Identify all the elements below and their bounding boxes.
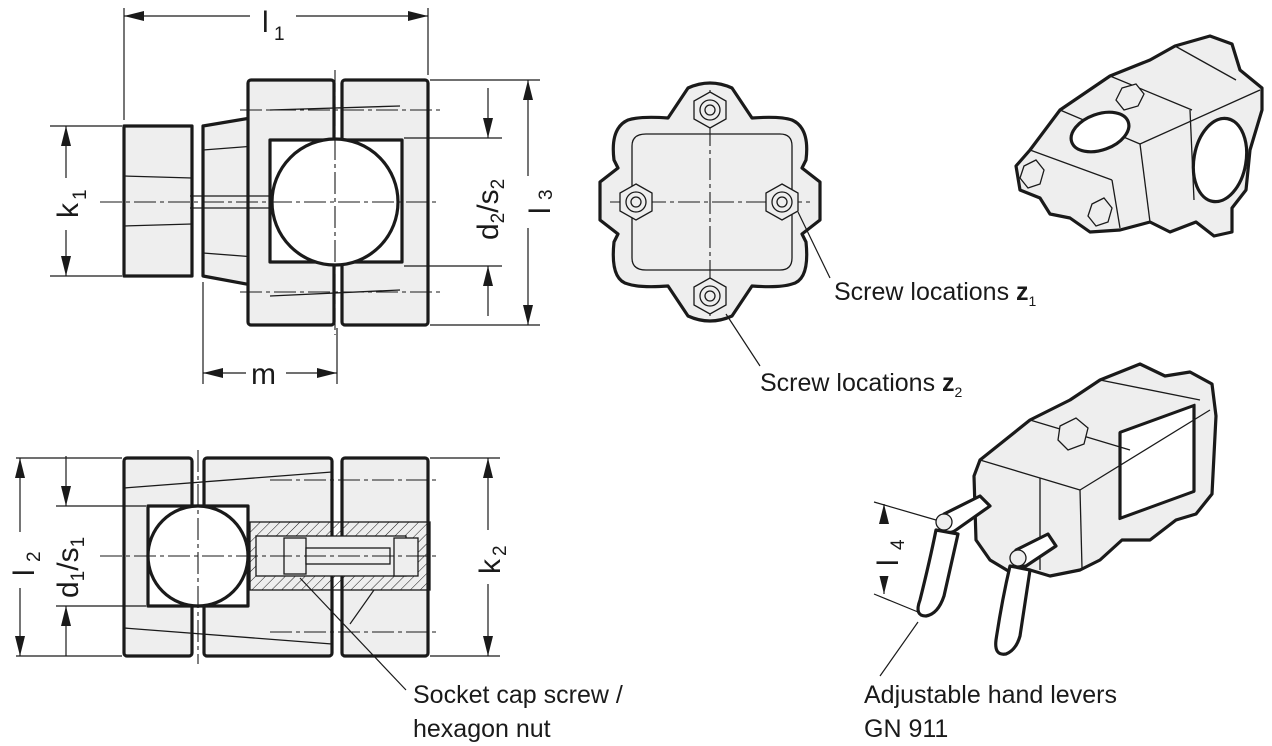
lever-1-handle [916, 528, 960, 618]
dim-l2-sub: 2 [24, 551, 45, 562]
dim-k2-main: k [474, 558, 507, 574]
svg-text:d1/s1: d1/s1 [52, 537, 89, 598]
dim-d2-slash: /s [472, 189, 505, 212]
dim-d2-sub: 2 [488, 213, 509, 224]
svg-text:d2/s2: d2/s2 [472, 179, 509, 240]
iso2-body-outline [972, 362, 1218, 578]
dim-m: m [251, 358, 276, 391]
iso2-hex-top [1057, 417, 1089, 451]
dim-s2-sub: 2 [488, 179, 509, 190]
dim-l3-sub: 3 [536, 189, 557, 200]
dim-l2-main: l [8, 569, 41, 576]
hex-nut-top [693, 91, 727, 129]
dim-l3-main: l [524, 207, 557, 214]
iso-bore-side [1191, 116, 1249, 204]
lever-2-handle [994, 564, 1032, 656]
side-view: Screw locations z1 Screw locations z2 [598, 81, 1037, 400]
callout-socket-line2: hexagon nut [413, 715, 551, 743]
top-view: l 1 k 1 d2/s2 l 3 [48, 4, 557, 391]
dim-d1-sub: 1 [68, 571, 89, 582]
hex-nut-section [393, 537, 419, 577]
dim-l4-main: l [872, 559, 905, 566]
dim-l4-sub: 4 [888, 539, 909, 550]
dim-s1-sub: 1 [68, 537, 89, 548]
callout-screw-z2: Screw locations z2 [760, 369, 963, 400]
dim-k2-sub: 2 [490, 545, 511, 556]
hex-nut-left [619, 183, 653, 221]
left-block [122, 124, 194, 278]
callout-screw-z1: Screw locations z1 [834, 278, 1037, 309]
iso2-square-bore [1118, 403, 1196, 521]
front-section-view: l 2 d1/s1 k 2 Socket cap screw / hexagon… [6, 450, 623, 743]
dim-k1-main: k [52, 202, 85, 218]
dim-k1-sub: 1 [70, 189, 91, 200]
iso-hex-bottom [1087, 197, 1113, 227]
iso-hex-top [1115, 83, 1145, 111]
hex-nut-right [765, 183, 799, 221]
callout-socket-line1: Socket cap screw / [413, 681, 623, 709]
iso-bore-top [1069, 110, 1131, 154]
callout-levers-line1: Adjustable hand levers [864, 681, 1117, 709]
dim-d1-slash: /s [52, 547, 85, 570]
callout-levers-line2: GN 911 [864, 715, 948, 743]
iso-hex-left [1019, 159, 1045, 189]
isometric-levers-view: l 4 Adjustable hand levers GN 911 [864, 362, 1218, 743]
dim-l1-sub: 1 [274, 24, 285, 45]
dim-d2-main: d [472, 223, 505, 240]
isometric-view [1014, 34, 1264, 238]
dim-d1-main: d [52, 581, 85, 598]
dim-l1-main: l [262, 6, 269, 39]
hex-nut-bottom [693, 277, 727, 315]
